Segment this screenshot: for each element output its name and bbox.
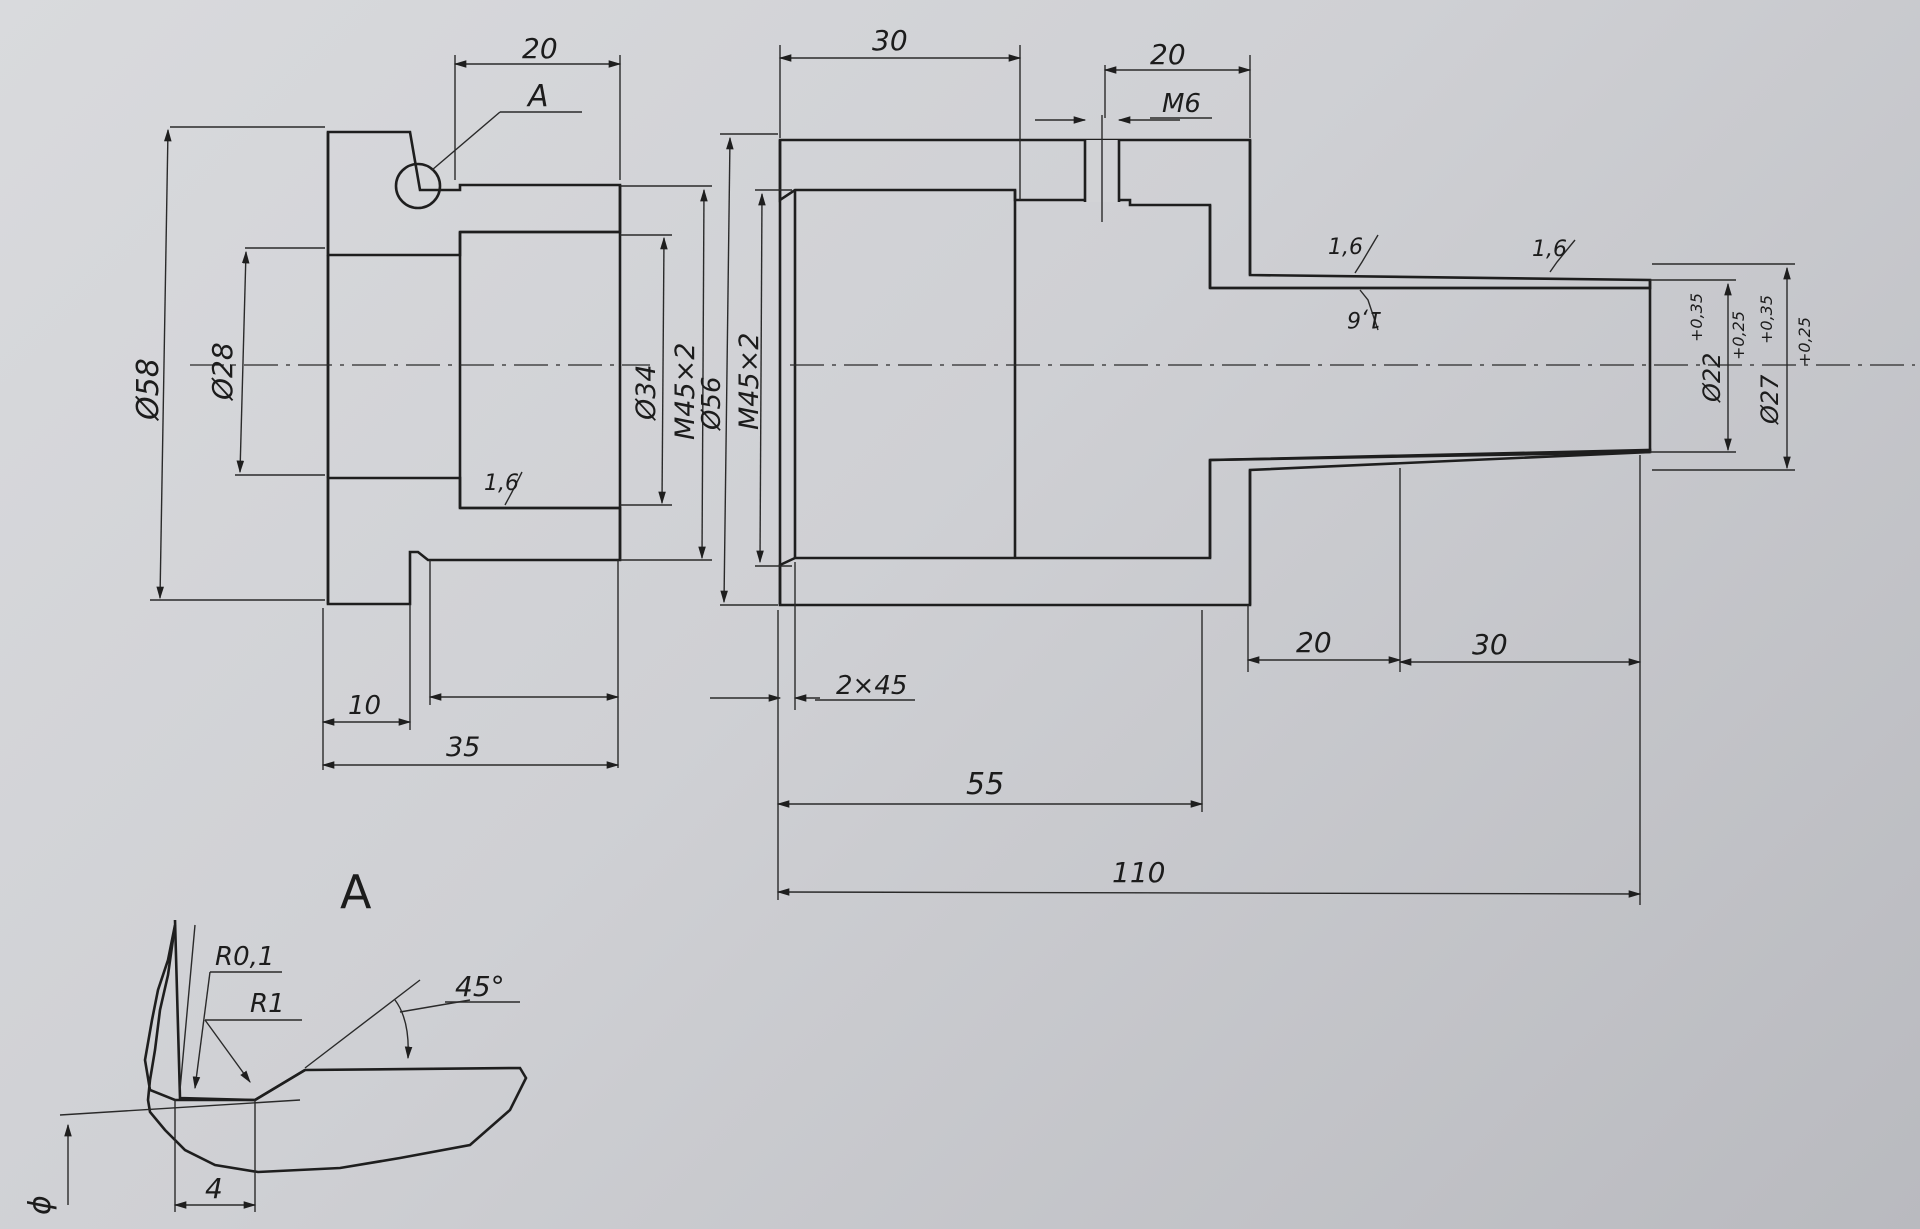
left-dim-35: 35: [446, 732, 480, 763]
left-dim-top: 20: [522, 32, 558, 65]
left-section-top: [326, 130, 622, 257]
right-chamfer: 2×45: [836, 671, 907, 701]
right-section-bottom: [778, 448, 1652, 607]
left-roughness: 1,6: [484, 471, 519, 496]
right-roughness-3: 1,6: [1347, 306, 1382, 331]
right-part: 30 20 M6 Ø56 M45×2 1,6 1,6 1,6 Ø22 +0,35: [697, 24, 1915, 905]
detail-a-label: A: [526, 79, 549, 114]
right-thread-hole: M6: [1162, 89, 1201, 119]
right-tol-22-upper: +0,35: [1687, 293, 1706, 342]
right-dia-56: Ø56: [697, 376, 727, 431]
right-dia-22: Ø22: [1698, 353, 1726, 403]
left-part: A 20 Ø58 Ø28 Ø34 M45×2 1,6: [131, 32, 712, 770]
detail-a-section: [143, 924, 528, 1174]
left-dim-10: 10: [348, 691, 381, 721]
right-section-top: [778, 138, 1652, 290]
right-dim-20-top: 20: [1150, 38, 1186, 71]
right-dia-27: Ø27: [1756, 374, 1784, 425]
right-dim-30: 30: [872, 24, 908, 57]
right-tol-27-lower: +0,25: [1795, 317, 1814, 366]
right-roughness-2: 1,6: [1532, 237, 1567, 262]
right-tol-27-upper: +0,35: [1757, 295, 1776, 344]
right-dim-30-bottom: 30: [1472, 628, 1508, 661]
left-dia-inner: Ø34: [631, 364, 662, 421]
detail-r01: R0,1: [215, 942, 274, 972]
detail-phi: ϕ: [23, 1195, 58, 1215]
detail-a-circle: [394, 162, 442, 210]
right-dim-55: 55: [966, 767, 1004, 802]
detail-r1: R1: [250, 989, 285, 1019]
left-thread: M45×2: [670, 343, 701, 440]
left-section-bottom: [326, 476, 622, 606]
left-dia-bore: Ø28: [206, 342, 239, 401]
right-tol-22-lower: +0,25: [1729, 311, 1748, 360]
right-roughness-1: 1,6: [1328, 235, 1363, 260]
right-dim-20-bottom: 20: [1296, 626, 1332, 659]
view-a-title: A: [340, 865, 372, 919]
detail-dim-4: 4: [205, 1172, 223, 1205]
left-dia-outer: Ø58: [131, 358, 166, 422]
right-thread: M45×2: [734, 333, 765, 430]
detail-angle: 45°: [455, 970, 505, 1003]
right-dim-110: 110: [1112, 856, 1165, 889]
detail-a-view: A R0,1 R1 45° 4 ϕ: [23, 865, 528, 1215]
